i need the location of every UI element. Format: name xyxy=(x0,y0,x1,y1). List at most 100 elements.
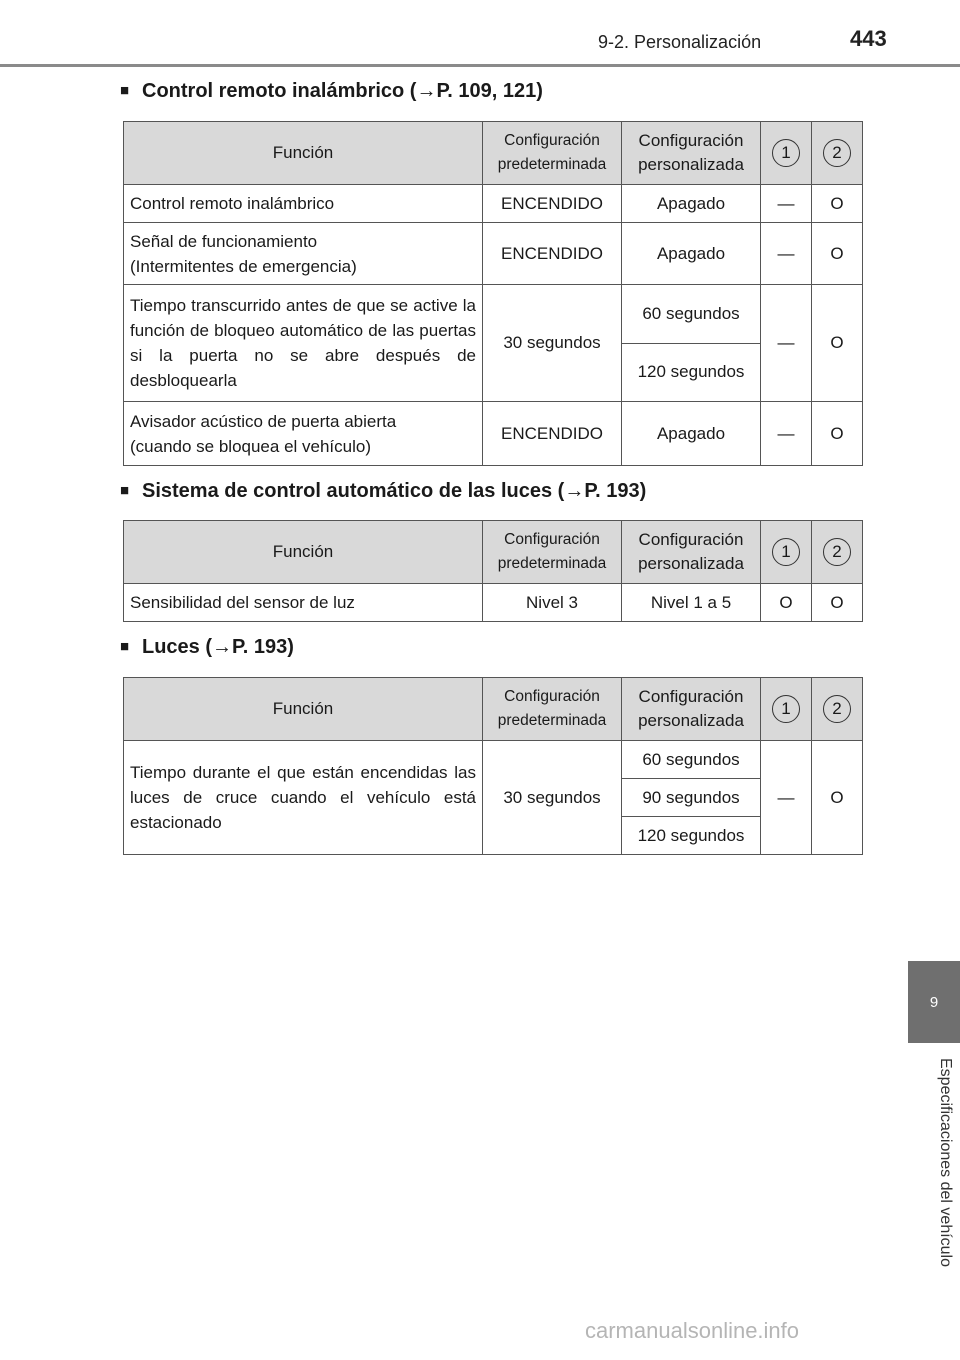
bullet-icon: ■ xyxy=(120,638,130,655)
table-row: Control remoto inalámbrico ENCENDIDO Apa… xyxy=(123,184,863,223)
header-default-line-2: predeterminada xyxy=(497,555,607,572)
chapter-tab: 9 xyxy=(908,961,960,1043)
header-custom: Configuración personalizada xyxy=(621,677,761,741)
table-lights-auto: Función Configuración predeterminada Conf… xyxy=(123,520,863,622)
header-default-line-1: Configuración xyxy=(504,132,600,149)
cell-function-line-1: Señal de funcionamiento xyxy=(130,231,318,251)
header-column-2: 2 xyxy=(811,121,863,185)
cell-c1: — xyxy=(760,284,812,402)
cell-c1: — xyxy=(760,184,812,223)
header-column-2: 2 xyxy=(811,520,863,584)
page-number: 443 xyxy=(850,26,887,51)
header-default-line-2: predeterminada xyxy=(497,712,607,729)
cell-c2: O xyxy=(811,284,863,402)
header-custom-line-1: Configuración xyxy=(638,131,744,150)
cell-c2: O xyxy=(811,740,863,855)
circled-2-icon: 2 xyxy=(823,695,851,723)
cell-c2: O xyxy=(811,583,863,622)
cell-custom: Apagado xyxy=(621,222,761,285)
header-custom-line-1: Configuración xyxy=(638,530,744,549)
cell-custom: 60 segundos xyxy=(621,284,761,344)
table-row: Señal de funcionamiento (Intermitentes de… xyxy=(123,222,863,285)
cell-c2: O xyxy=(811,222,863,285)
circled-2-icon: 2 xyxy=(823,538,851,566)
header-function: Función xyxy=(123,520,483,584)
section-title-text: Control remoto inalámbrico (→P. 109, 121… xyxy=(142,80,543,102)
chapter-label: Especificaciones del vehículo xyxy=(937,1058,954,1268)
table-header: Función Configuración predeterminada Conf… xyxy=(123,677,863,741)
header-column-2: 2 xyxy=(811,677,863,741)
header-custom-line-1: Configuración xyxy=(638,687,744,706)
cell-function-line-1: Avisador acústico de puerta abierta xyxy=(130,411,397,431)
table-row: Avisador acústico de puerta abierta (cuan… xyxy=(123,401,863,466)
table-lights: Función Configuración predeterminada Conf… xyxy=(123,677,863,855)
cell-c2: O xyxy=(811,401,863,466)
header-default-line-1: Configuración xyxy=(504,531,600,548)
table-row: 90 segundos xyxy=(124,778,863,817)
cell-c1: — xyxy=(760,740,812,855)
cell-custom: 90 segundos xyxy=(621,778,761,817)
table-row: 120 segundos xyxy=(124,342,863,402)
header-rule xyxy=(0,64,960,67)
table-row: 120 segundos xyxy=(124,816,863,855)
cell-custom: 120 segundos xyxy=(621,816,761,855)
cell-custom: Nivel 1 a 5 xyxy=(621,583,761,622)
bullet-icon: ■ xyxy=(120,82,130,99)
cell-default: ENCENDIDO xyxy=(482,401,622,466)
cell-c1: O xyxy=(760,583,812,622)
cell-function: Sensibilidad del sensor de luz xyxy=(123,583,483,622)
cell-function: Control remoto inalámbrico xyxy=(123,184,483,223)
table-remote: Función Configuración predeterminada Conf… xyxy=(123,121,863,466)
header-function: Función xyxy=(123,677,483,741)
header-column-1: 1 xyxy=(760,121,812,185)
cell-c2: O xyxy=(811,184,863,223)
bullet-icon: ■ xyxy=(120,482,130,499)
section-title-lights: ■ Luces (→P. 193) xyxy=(120,636,294,659)
header-column-1: 1 xyxy=(760,520,812,584)
section-heading: 9-2. Personalización xyxy=(598,32,762,52)
table-header: Función Configuración predeterminada Conf… xyxy=(123,121,863,185)
table-row: Tiempo durante el que están encendidas l… xyxy=(123,740,863,855)
circled-1-icon: 1 xyxy=(772,139,800,167)
cell-default: 30 segundos xyxy=(482,284,622,402)
cell-default: 30 segundos xyxy=(482,740,622,855)
cell-function-line-2: (Intermitentes de emergencia) xyxy=(130,256,357,276)
circled-1-icon: 1 xyxy=(772,695,800,723)
header-default: Configuración predeterminada xyxy=(482,677,622,741)
table-row: Sensibilidad del sensor de luz Nivel 3 N… xyxy=(123,583,863,622)
header-custom-line-2: personalizada xyxy=(638,554,744,573)
cell-custom: Apagado xyxy=(621,401,761,466)
header-column-1: 1 xyxy=(760,677,812,741)
circled-1-icon: 1 xyxy=(772,538,800,566)
section-title-lights-auto: ■ Sistema de control automático de las lu… xyxy=(120,480,646,503)
header-default: Configuración predeterminada xyxy=(482,121,622,185)
cell-custom: Apagado xyxy=(621,184,761,223)
cell-function: Señal de funcionamiento (Intermitentes de… xyxy=(123,222,483,285)
section-title-text: Sistema de control automático de las luc… xyxy=(142,480,647,502)
watermark: carmanualsonline.info xyxy=(585,1318,800,1343)
header-default-line-2: predeterminada xyxy=(497,156,607,173)
cell-default: ENCENDIDO xyxy=(482,222,622,285)
cell-function: Tiempo durante el que están encendidas l… xyxy=(123,740,483,855)
table-row: Tiempo transcurrido antes de que se acti… xyxy=(123,284,863,402)
header-custom: Configuración personalizada xyxy=(621,520,761,584)
header-custom-line-2: personalizada xyxy=(638,711,744,730)
cell-default: ENCENDIDO xyxy=(482,184,622,223)
cell-c1: — xyxy=(760,222,812,285)
header-custom-line-2: personalizada xyxy=(638,155,744,174)
header-default-line-1: Configuración xyxy=(504,688,600,705)
section-title-remote: ■ Control remoto inalámbrico (→P. 109, 12… xyxy=(120,80,543,103)
cell-function: Tiempo transcurrido antes de que se acti… xyxy=(123,284,483,402)
cell-function: Avisador acústico de puerta abierta (cuan… xyxy=(123,401,483,466)
cell-c1: — xyxy=(760,401,812,466)
chapter-number: 9 xyxy=(929,993,939,1011)
cell-custom: 120 segundos xyxy=(621,342,761,402)
header-function: Función xyxy=(123,121,483,185)
header-custom: Configuración personalizada xyxy=(621,121,761,185)
cell-custom: 60 segundos xyxy=(621,740,761,779)
cell-function-line-2: (cuando se bloquea el vehículo) xyxy=(130,436,371,456)
table-header: Función Configuración predeterminada Conf… xyxy=(123,520,863,584)
section-title-text: Luces (→P. 193) xyxy=(142,636,294,658)
cell-default: Nivel 3 xyxy=(482,583,622,622)
header-default: Configuración predeterminada xyxy=(482,520,622,584)
